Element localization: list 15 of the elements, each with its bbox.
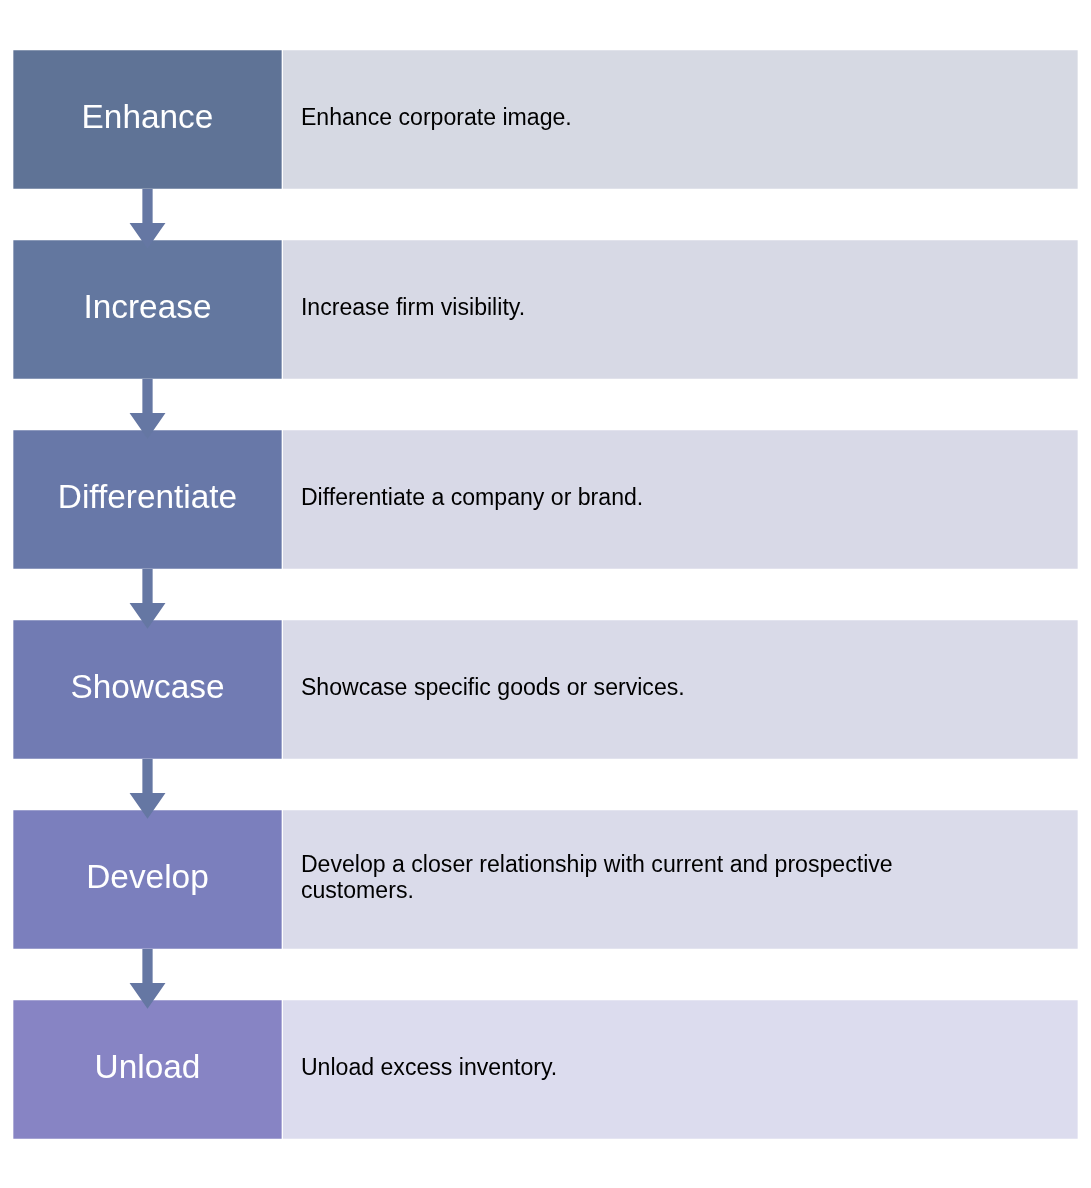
node-box: Develop: [13, 809, 282, 949]
node-box: Differentiate: [13, 429, 282, 569]
arrow: [129, 758, 166, 819]
node-box: Increase firm visibility.: [282, 239, 1078, 379]
node-box: Unload excess inventory.: [282, 999, 1078, 1139]
node-box: Increase: [13, 239, 282, 379]
node-box: Develop a closer relationship with current and prospective customers.: [282, 809, 1078, 949]
node-box: Unload: [13, 999, 282, 1139]
arrow: [129, 568, 166, 629]
node-box: Enhance: [13, 49, 282, 189]
node-box: Differentiate a company or brand.: [282, 429, 1078, 569]
node-box: Enhance corporate image.: [282, 49, 1078, 189]
arrow: [129, 948, 166, 1009]
node-box: Showcase: [13, 619, 282, 759]
node-box: Showcase specific goods or services.: [282, 619, 1078, 759]
